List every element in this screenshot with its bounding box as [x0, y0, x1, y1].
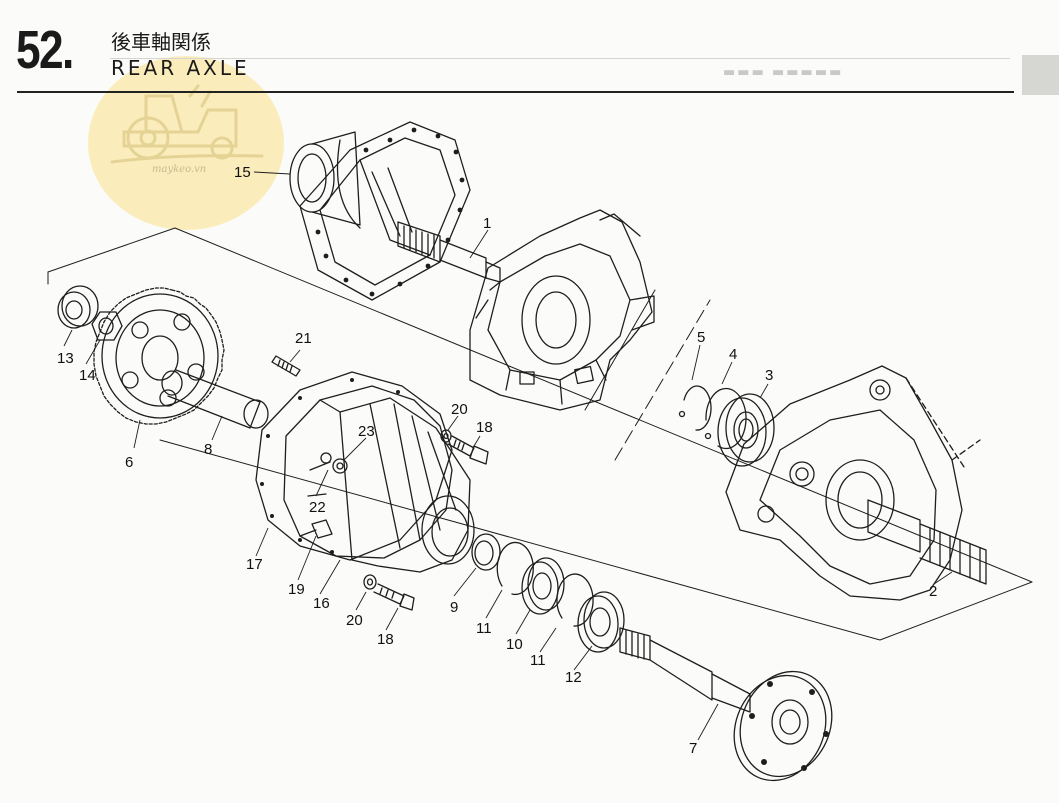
bleed-through-title: ▬▬▬ ▬▬▬▬▬ — [723, 65, 844, 80]
callout-6: 6 — [125, 454, 134, 471]
part-9-spacer — [471, 533, 501, 571]
page-title-english: REAR AXLE — [111, 56, 250, 80]
callout-3: 3 — [765, 367, 774, 384]
callout-11-a: 11 — [476, 620, 492, 637]
part-11-circlip-a — [496, 541, 534, 596]
callout-17: 17 — [246, 556, 263, 573]
part-18-bolt-top — [447, 435, 489, 465]
part-12-bearing — [577, 591, 625, 653]
part-13-bearing — [57, 285, 99, 329]
part-8-sleeve — [161, 369, 269, 429]
callout-7: 7 — [689, 740, 698, 757]
part-16-diff-case — [283, 385, 475, 573]
callout-5: 5 — [697, 329, 706, 346]
callout-18-top: 18 — [476, 419, 493, 436]
part-6-gear — [93, 287, 225, 425]
faint-divider — [110, 58, 1010, 59]
callout-9: 9 — [450, 599, 459, 616]
callout-leaders — [63, 171, 953, 741]
callout-16: 16 — [313, 595, 330, 612]
callout-13: 13 — [57, 350, 74, 367]
callout-23: 23 — [358, 423, 375, 440]
transmission-case — [469, 209, 655, 411]
part-20-washer-top — [440, 429, 452, 443]
part-2-axle-housing — [725, 365, 987, 601]
assembly-outline-lines — [47, 227, 1033, 641]
header-rule — [17, 91, 1014, 93]
callout-1: 1 — [483, 215, 492, 232]
callout-12: 12 — [565, 669, 582, 686]
part-19-bolt — [299, 519, 333, 539]
callout-21: 21 — [295, 330, 312, 347]
part-20-washer-bottom — [363, 574, 377, 590]
callout-18-bottom: 18 — [377, 631, 394, 648]
part-18-bolt-bottom — [373, 583, 415, 611]
callout-11-b: 11 — [530, 652, 546, 669]
part-4-circlip — [704, 387, 747, 450]
callout-14: 14 — [79, 367, 96, 384]
part-3-bearing — [717, 393, 775, 467]
part-15-housing — [289, 121, 471, 301]
part-5-circlip — [678, 385, 712, 431]
bleed-through-mark — [1022, 55, 1059, 95]
watermark-text: maykeo.vn — [152, 164, 207, 175]
page-title-japanese: 後車軸関係 — [111, 30, 211, 54]
callout-15: 15 — [234, 164, 251, 181]
part-7-axle-shaft — [619, 627, 833, 782]
part-21-stud — [271, 355, 301, 377]
callout-20-top: 20 — [451, 401, 468, 418]
callout-10: 10 — [506, 636, 523, 653]
callout-4: 4 — [729, 346, 738, 363]
section-number: 52. — [16, 20, 74, 80]
callout-19: 19 — [288, 581, 305, 598]
callout-2: 2 — [929, 583, 938, 600]
callout-22: 22 — [309, 499, 326, 516]
watermark-badge — [88, 56, 284, 230]
part-10-bearing — [521, 557, 565, 615]
callout-8: 8 — [204, 441, 213, 458]
callout-20-bottom: 20 — [346, 612, 363, 629]
part-11-circlip-b — [556, 573, 594, 627]
